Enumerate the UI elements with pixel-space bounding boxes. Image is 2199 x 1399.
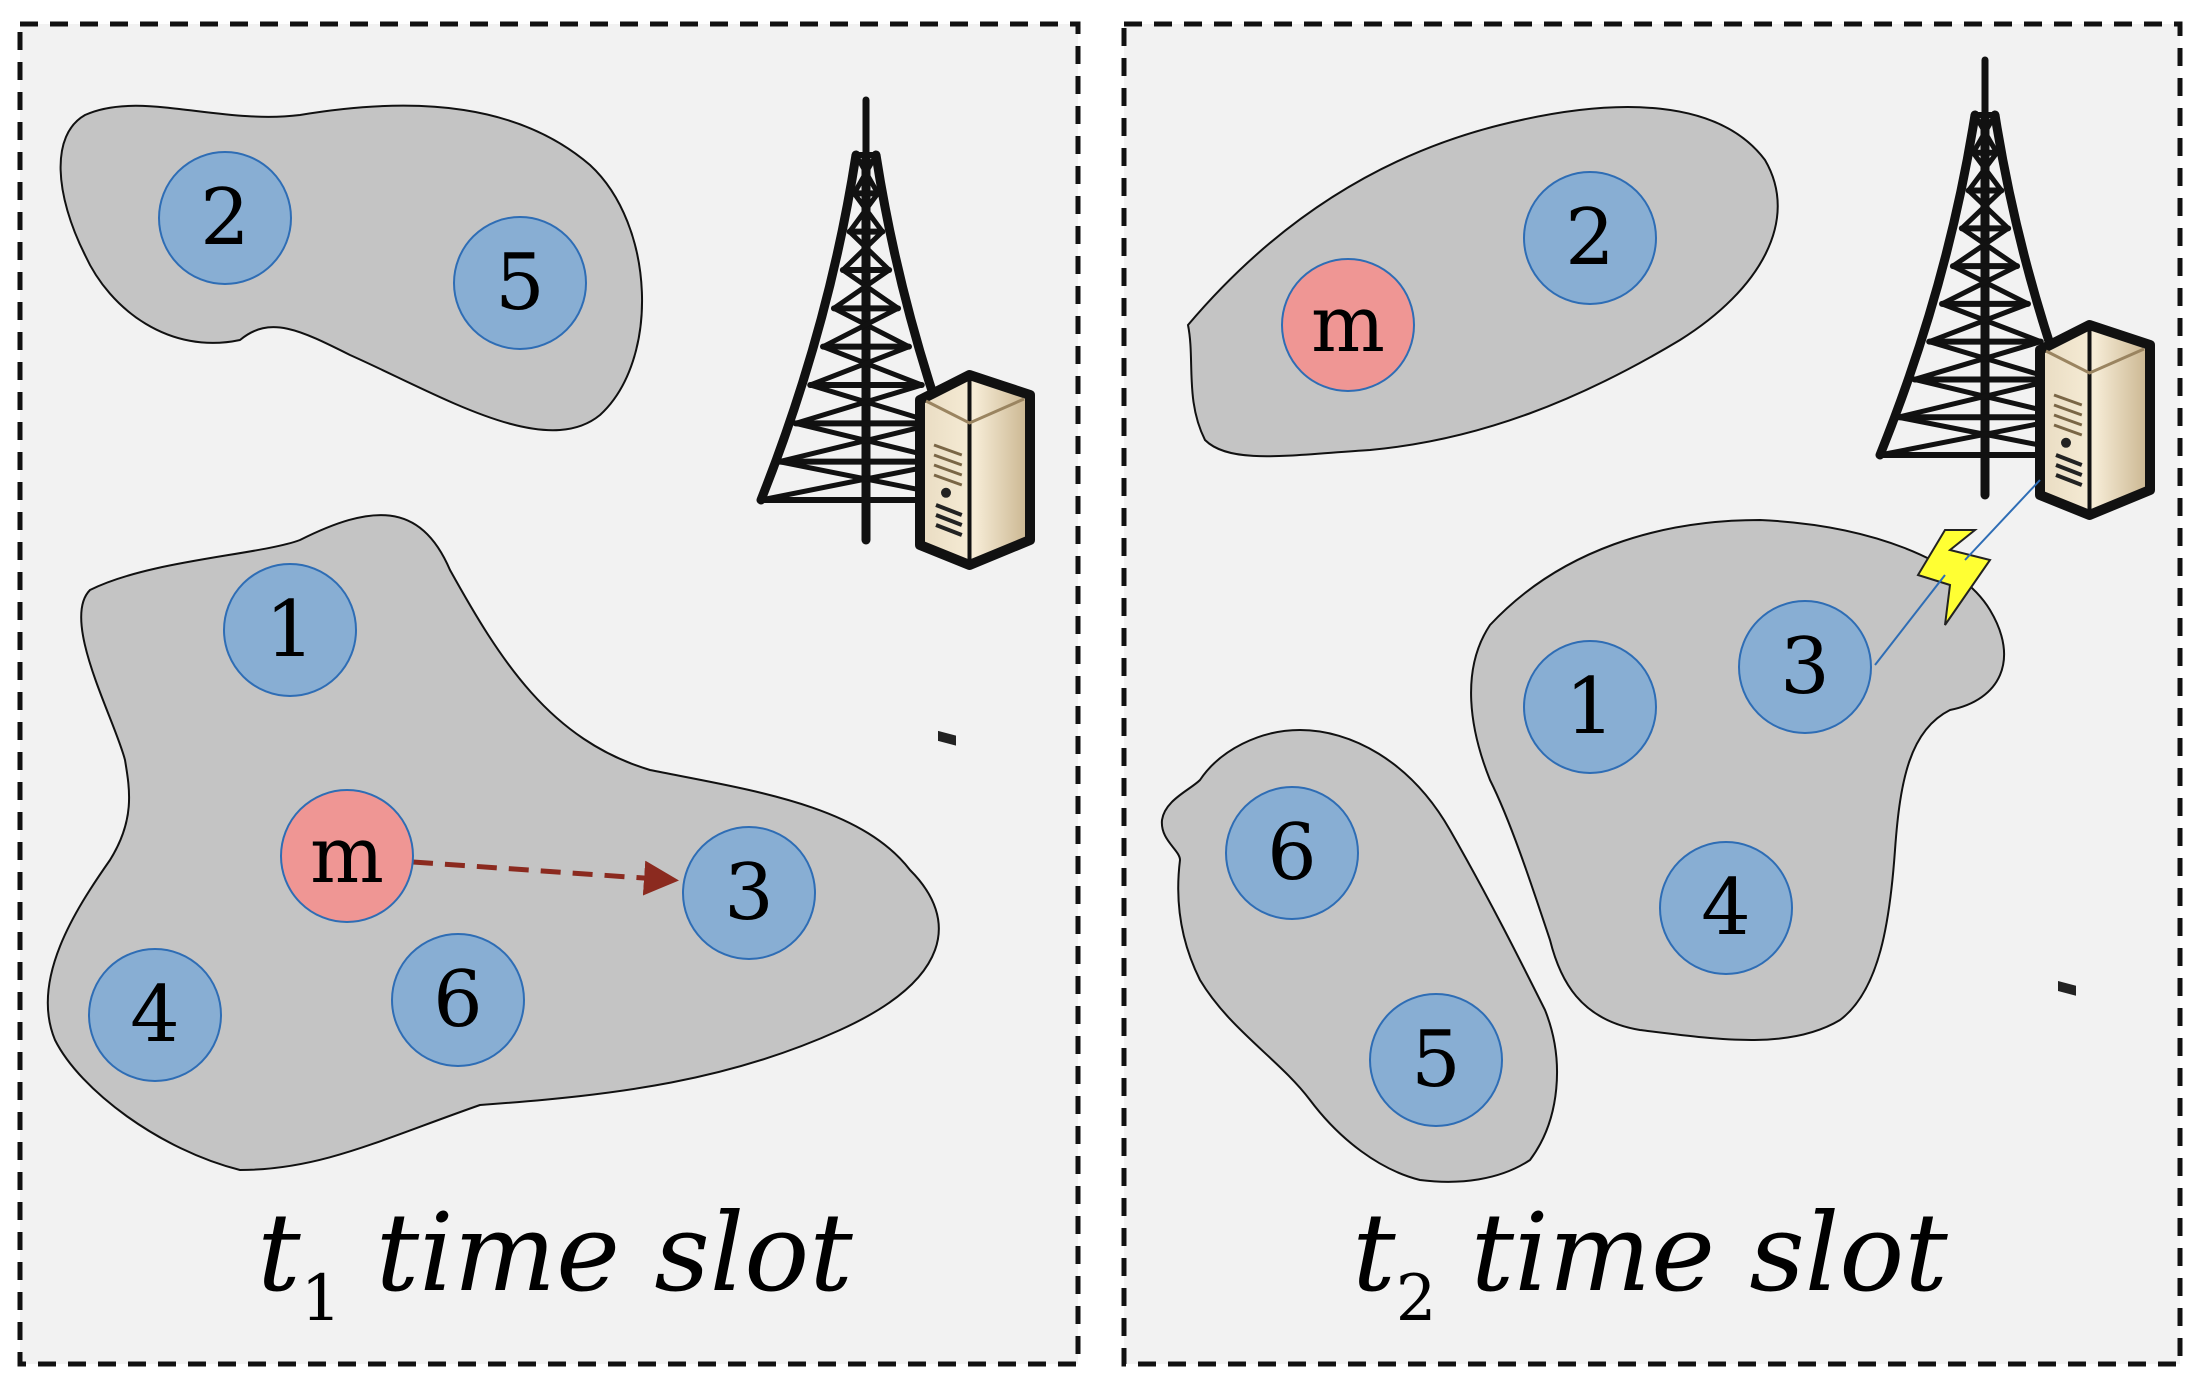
node: 6 — [391, 933, 525, 1067]
node-label: 2 — [200, 173, 250, 263]
node: 4 — [1659, 841, 1793, 975]
node-label: 3 — [1780, 622, 1830, 712]
node-label: 6 — [1267, 808, 1317, 898]
node: 4 — [88, 948, 222, 1082]
node-label: 3 — [724, 848, 774, 938]
panel-t1: 2 5 1 m 3 4 6 t1 time slot — [17, 21, 1081, 1367]
move-arrow-icon — [412, 859, 679, 896]
base-station — [756, 96, 1035, 746]
node-label: 1 — [1565, 662, 1615, 752]
server-icon — [2035, 320, 2155, 996]
node-label: 6 — [433, 955, 483, 1045]
node-label: m — [310, 811, 384, 901]
node: 1 — [1523, 640, 1657, 774]
node: 1 — [223, 563, 357, 697]
node: 6 — [1225, 786, 1359, 920]
node: 3 — [682, 826, 816, 960]
node-mobile: m — [280, 789, 414, 923]
node-label: m — [1311, 280, 1385, 370]
node-label: 4 — [130, 970, 180, 1060]
node: 5 — [1369, 993, 1503, 1127]
node-label: 5 — [1411, 1015, 1461, 1105]
base-station — [1875, 56, 2155, 996]
node-label: 5 — [495, 238, 545, 328]
lightning-icon — [1916, 529, 1992, 626]
node-mobile: m — [1281, 258, 1415, 392]
link-line — [1964, 479, 2041, 561]
node-label: 1 — [265, 585, 315, 675]
link-line — [1874, 574, 1946, 666]
node: 2 — [1523, 171, 1657, 305]
slot-label: t1 time slot — [257, 1191, 853, 1336]
server-icon — [915, 370, 1035, 746]
slot-label: t2 time slot — [1352, 1191, 1948, 1336]
tower-icon — [756, 96, 976, 545]
node: 5 — [453, 216, 587, 350]
node-label: 2 — [1565, 193, 1615, 283]
panel-t2: m 2 1 3 4 6 5 t2 time slot — [1121, 21, 2183, 1367]
node: 3 — [1738, 600, 1872, 734]
node: 2 — [158, 151, 292, 285]
node-label: 4 — [1701, 863, 1751, 953]
